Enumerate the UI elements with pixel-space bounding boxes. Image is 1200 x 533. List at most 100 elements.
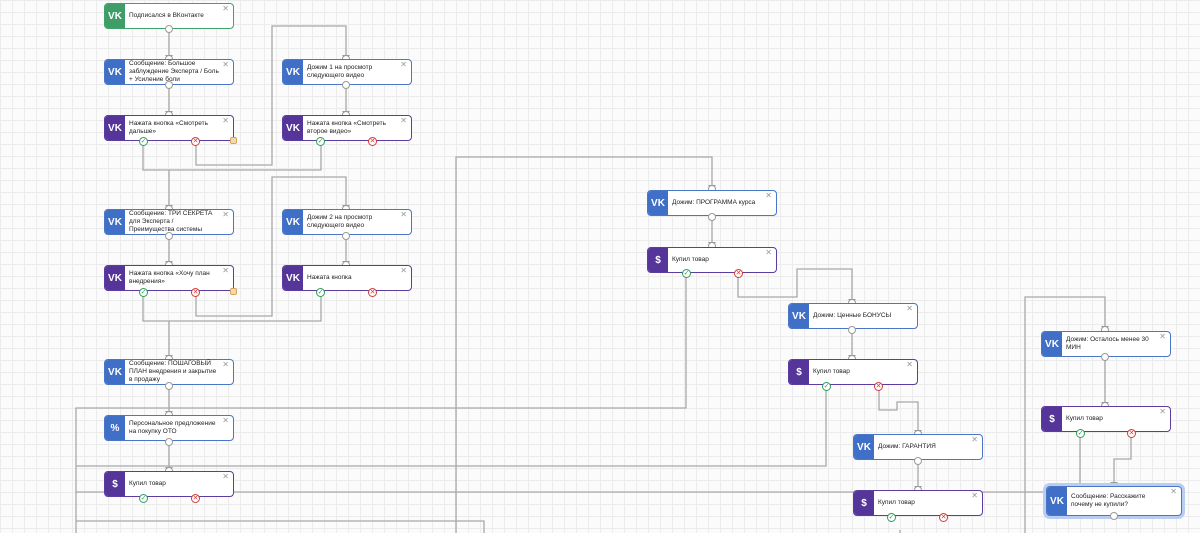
check-icon[interactable]: ✓	[139, 494, 148, 503]
node-offer-oto[interactable]: % Персональное предложение на покупку ОТ…	[104, 415, 234, 441]
output-port[interactable]	[1101, 353, 1109, 361]
output-port[interactable]	[165, 232, 173, 240]
cross-icon[interactable]: ✕	[874, 382, 883, 391]
timer-icon	[230, 288, 237, 295]
close-icon[interactable]: ✕	[222, 266, 229, 275]
close-icon[interactable]: ✕	[222, 210, 229, 219]
node-purchase-5[interactable]: $ Купил товар ✕	[1041, 406, 1171, 432]
close-icon[interactable]: ✕	[971, 435, 978, 444]
cross-icon[interactable]: ✕	[368, 137, 377, 146]
output-port[interactable]	[165, 81, 173, 89]
cross-icon[interactable]: ✕	[1127, 429, 1136, 438]
close-icon[interactable]: ✕	[906, 304, 913, 313]
node-label: Купил товар	[672, 256, 709, 263]
vk-icon: VK	[105, 116, 125, 140]
close-icon[interactable]: ✕	[1159, 332, 1166, 341]
close-icon[interactable]: ✕	[1159, 407, 1166, 416]
cross-icon[interactable]: ✕	[734, 269, 743, 278]
close-icon[interactable]: ✕	[971, 491, 978, 500]
output-port[interactable]	[165, 25, 173, 33]
money-icon: $	[854, 491, 874, 515]
close-icon[interactable]: ✕	[765, 191, 772, 200]
close-icon[interactable]: ✕	[222, 416, 229, 425]
node-label: Дожим 2 на просмотр следующего видео	[307, 214, 373, 229]
cross-icon[interactable]: ✕	[939, 513, 948, 522]
node-reminder-30min[interactable]: VK Дожим: Осталось менее 30 МИН ✕	[1041, 331, 1171, 357]
vk-icon: VK	[105, 360, 125, 384]
check-icon[interactable]: ✓	[682, 269, 691, 278]
node-reminder-guarantee[interactable]: VK Дожим: ГАРАНТИЯ ✕	[853, 434, 983, 460]
node-message-3[interactable]: VK Сообщение: ПОШАГОВЫЙ ПЛАН внедрения и…	[104, 359, 234, 385]
money-icon: $	[648, 248, 668, 272]
money-icon: $	[105, 472, 125, 496]
node-label: Купил товар	[878, 499, 915, 506]
close-icon[interactable]: ✕	[765, 248, 772, 257]
node-label: Дожим: ПРОГРАММА курса	[672, 199, 756, 206]
close-icon[interactable]: ✕	[222, 116, 229, 125]
close-icon[interactable]: ✕	[222, 472, 229, 481]
node-label: Нажата кнопка	[307, 274, 352, 281]
node-button-3[interactable]: VK Нажата кнопка «Хочу план внедрения» ✕	[104, 265, 234, 291]
check-icon[interactable]: ✓	[822, 382, 831, 391]
vk-icon: VK	[105, 210, 125, 234]
close-icon[interactable]: ✕	[906, 360, 913, 369]
node-purchase-4[interactable]: $ Купил товар ✕	[853, 490, 983, 516]
close-icon[interactable]: ✕	[222, 4, 229, 13]
node-label: Дожим: Осталось менее 30 МИН	[1066, 336, 1149, 351]
close-icon[interactable]: ✕	[1170, 487, 1177, 496]
node-message-1[interactable]: VK Сообщение: Большое заблуждение Экспер…	[104, 59, 234, 85]
vk-icon: VK	[854, 435, 874, 459]
cross-icon[interactable]: ✕	[191, 494, 200, 503]
close-icon[interactable]: ✕	[222, 360, 229, 369]
vk-icon: VK	[648, 191, 668, 215]
close-icon[interactable]: ✕	[222, 60, 229, 69]
output-port[interactable]	[165, 438, 173, 446]
cross-icon[interactable]: ✕	[191, 288, 200, 297]
node-purchase-2[interactable]: $ Купил товар ✕	[647, 247, 777, 273]
output-port[interactable]	[165, 382, 173, 390]
check-icon[interactable]: ✓	[316, 137, 325, 146]
check-icon[interactable]: ✓	[887, 513, 896, 522]
vk-icon: VK	[283, 266, 303, 290]
close-icon[interactable]: ✕	[400, 266, 407, 275]
node-purchase-3[interactable]: $ Купил товар ✕	[788, 359, 918, 385]
node-reminder-bonuses[interactable]: VK Дожим: Ценные БОНУСЫ ✕	[788, 303, 918, 329]
node-reminder-program[interactable]: VK Дожим: ПРОГРАММА курса ✕	[647, 190, 777, 216]
node-label: Сообщение: ПОШАГОВЫЙ ПЛАН внедрения и за…	[129, 360, 217, 383]
vk-icon: VK	[283, 60, 303, 84]
node-message-2[interactable]: VK Сообщение: ТРИ СЕКРЕТА для Эксперта /…	[104, 209, 234, 235]
close-icon[interactable]: ✕	[400, 210, 407, 219]
output-port[interactable]	[1110, 512, 1118, 520]
check-icon[interactable]: ✓	[139, 137, 148, 146]
close-icon[interactable]: ✕	[400, 60, 407, 69]
node-reminder-2[interactable]: VK Дожим 2 на просмотр следующего видео …	[282, 209, 412, 235]
money-icon: $	[1042, 407, 1062, 431]
node-label: Подписался в ВКонтакте	[129, 12, 204, 19]
output-port[interactable]	[342, 232, 350, 240]
check-icon[interactable]: ✓	[139, 288, 148, 297]
node-message-why-not[interactable]: VK Сообщение: Расскажите почему не купил…	[1046, 486, 1182, 516]
money-icon: $	[789, 360, 809, 384]
vk-icon: VK	[1047, 487, 1067, 515]
node-purchase-1[interactable]: $ Купил товар ✕	[104, 471, 234, 497]
node-button-4[interactable]: VK Нажата кнопка ✕	[282, 265, 412, 291]
node-subscribed-vk[interactable]: VK Подписался в ВКонтакте ✕	[104, 3, 234, 29]
node-label: Персональное предложение на покупку ОТО	[129, 420, 216, 435]
close-icon[interactable]: ✕	[400, 116, 407, 125]
output-port[interactable]	[848, 326, 856, 334]
check-icon[interactable]: ✓	[1076, 429, 1085, 438]
output-port[interactable]	[914, 457, 922, 465]
node-button-2[interactable]: VK Нажата кнопка «Смотреть второе видео»…	[282, 115, 412, 141]
cross-icon[interactable]: ✕	[368, 288, 377, 297]
node-label: Купил товар	[813, 368, 850, 375]
node-label: Дожим: ГАРАНТИЯ	[878, 443, 936, 450]
check-icon[interactable]: ✓	[316, 288, 325, 297]
node-label: Купил товар	[1066, 415, 1103, 422]
vk-icon: VK	[283, 116, 303, 140]
output-port[interactable]	[708, 213, 716, 221]
vk-icon: VK	[1042, 332, 1062, 356]
node-button-1[interactable]: VK Нажата кнопка «Смотреть дальше» ✕	[104, 115, 234, 141]
node-label: Сообщение: Расскажите почему не купили?	[1071, 493, 1146, 508]
output-port[interactable]	[342, 81, 350, 89]
cross-icon[interactable]: ✕	[191, 137, 200, 146]
